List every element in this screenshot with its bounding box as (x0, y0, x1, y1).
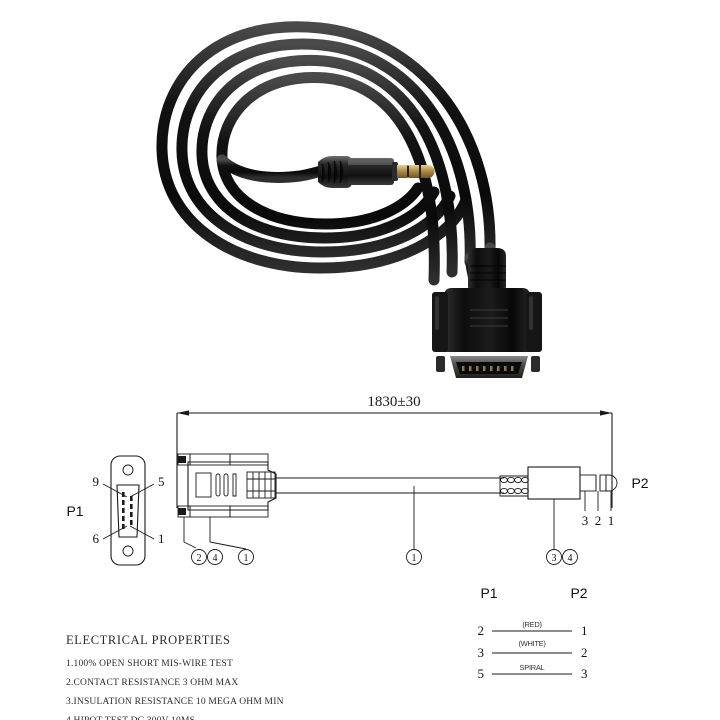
p2-pin-3: 3 (582, 513, 589, 528)
db9-connector (432, 248, 542, 378)
product-photo (156, 21, 542, 378)
cable-body: 1 (276, 477, 504, 565)
wiring-row: 3 (WHITE) 2 (478, 639, 588, 660)
electrical-properties-line: 2.CONTACT RESISTANCE 3 OHM MAX (66, 678, 238, 688)
wiring-row-p2-pin: 2 (581, 645, 588, 660)
audio-plug-3p5mm (318, 156, 435, 188)
overall-length-label: 1830±30 (367, 394, 420, 410)
wiring-row-p1-pin: 3 (478, 645, 485, 660)
wiring-table: P1 P2 2 (RED) 1 3 (WHITE) 2 (478, 585, 588, 681)
p1-pin-6: 6 (93, 531, 100, 546)
electrical-properties-line: 1.100% OPEN SHORT MIS-WIRE TEST (66, 659, 233, 669)
p2-callout-3: 3 (552, 553, 557, 564)
p1-label: P1 (66, 503, 83, 519)
wiring-row-wire-label: SPIRAL (520, 663, 545, 672)
wiring-header-p1: P1 (480, 585, 497, 601)
cable-coil (156, 21, 496, 286)
wiring-row-p1-pin: 5 (478, 666, 485, 681)
engineering-drawing: 1830±30 (0, 380, 720, 720)
dimension-arrowheads (177, 410, 612, 416)
cable-callout-1: 1 (412, 553, 417, 564)
wiring-header-p2: P2 (570, 585, 587, 601)
wiring-row-p1-pin: 2 (478, 623, 485, 638)
electrical-properties-block: ELECTRICAL PROPERTIES 1.100% OPEN SHORT … (66, 633, 284, 720)
p1-front-view: 9 5 6 1 P1 (66, 455, 165, 566)
p2-side-view: 3 2 1 3 4 P2 (499, 466, 649, 565)
p2-label: P2 (631, 475, 648, 491)
p1-callout-1: 1 (244, 553, 249, 564)
p1-callout-2: 2 (197, 553, 202, 564)
p1-callout-4: 4 (213, 553, 218, 564)
p1-pin-9: 9 (93, 474, 100, 489)
wiring-row: 5 SPIRAL 3 (478, 663, 588, 681)
cable-to-plug (216, 154, 330, 183)
electrical-properties-line: 3.INSULATION RESISTANCE 10 MEGA OHM MIN (66, 697, 284, 707)
wiring-row-wire-label: (WHITE) (518, 639, 546, 648)
overall-dimension (176, 412, 613, 508)
electrical-properties-line: 4.HIPOT TEST DC 300V 10MS (66, 716, 195, 720)
p2-pin-1: 1 (608, 513, 615, 528)
wiring-row-p2-pin: 1 (581, 623, 588, 638)
wiring-row-wire-label: (RED) (522, 620, 542, 629)
electrical-properties-title: ELECTRICAL PROPERTIES (66, 633, 231, 647)
p1-side-view: 2 4 1 (177, 453, 277, 565)
wiring-row-p2-pin: 3 (581, 666, 588, 681)
p2-pin-2: 2 (595, 513, 602, 528)
p1-pin-5: 5 (158, 474, 165, 489)
p2-callout-4: 4 (568, 553, 573, 564)
p1-pin-1: 1 (158, 531, 165, 546)
wiring-row: 2 (RED) 1 (478, 620, 588, 638)
